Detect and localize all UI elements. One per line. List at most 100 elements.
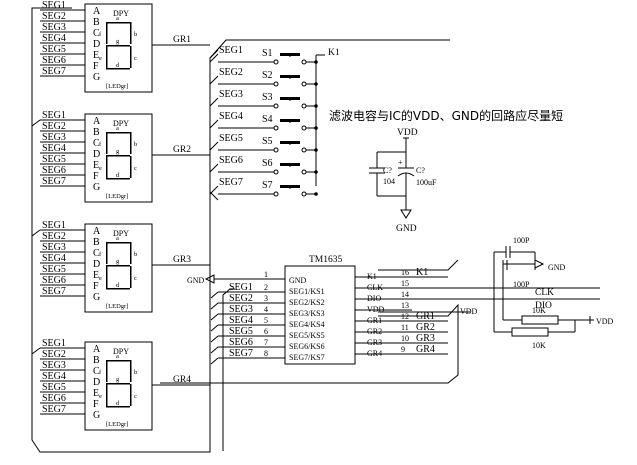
key-seg-label-2: SEG2 — [219, 67, 243, 78]
seven-segment-display: SEG1ASEG2BSEG3CSEG4DSEG5ESEG6FSEG7GDPYab… — [40, 338, 153, 431]
pin-number-9: 9 — [401, 345, 405, 354]
seg-label-6: SEG6 — [42, 55, 66, 66]
seg-label-4: SEG4 — [42, 143, 66, 154]
pin-name-1: GND — [289, 276, 307, 285]
pin-name-15: CLK — [367, 283, 383, 292]
dpy-label: DPY — [113, 347, 129, 356]
display-group: SEG1ASEG2BSEG3CSEG4DSEG5ESEG6FSEG7GDPYab… — [40, 0, 153, 431]
dio-label: DIO — [535, 301, 552, 311]
pin-name-3: SEG2/KS2 — [289, 298, 325, 307]
pin-letter-g: G — [93, 410, 100, 421]
seg-label-1: SEG1 — [42, 0, 66, 11]
display-part-label: [LEDgr] — [106, 421, 128, 428]
seg-d-label: d — [116, 62, 120, 69]
design-note: 滤波电容与IC的VDD、GND的回路应尽量短 — [329, 108, 563, 123]
display-part-label: [LEDgr] — [106, 193, 128, 200]
gr4-label: GR4 — [173, 375, 191, 385]
seg-bus — [31, 7, 450, 453]
seven-segment-display: SEG1ASEG2BSEG3CSEG4DSEG5ESEG6FSEG7GDPYab… — [40, 110, 153, 203]
pin-letter-f: F — [93, 171, 99, 182]
chip-net-right-9: GR4 — [416, 344, 435, 355]
pin-letter-e: E — [93, 388, 99, 399]
seg-g-label: g — [116, 258, 120, 265]
svg-text:+: + — [398, 158, 403, 167]
switch-label-s2: S2 — [262, 70, 273, 81]
key-seg-label-3: SEG3 — [219, 89, 243, 100]
pin-name-6: SEG5/KS5 — [289, 331, 325, 340]
pin-name-5: SEG4/KS4 — [289, 320, 325, 329]
gr2-label: GR2 — [173, 145, 191, 155]
seg-f-label: f — [99, 31, 102, 38]
pin-name-2: SEG1/KS1 — [289, 287, 325, 296]
pullup-network: GND 100P 100P 10K 10K VDD — [493, 236, 614, 350]
pin-name-4: SEG3/KS3 — [289, 309, 325, 318]
pin-letter-f: F — [93, 399, 99, 410]
seg-label-2: SEG2 — [42, 349, 66, 360]
seg-label-7: SEG7 — [42, 404, 66, 415]
tm1635-chip: TM1635 — [284, 255, 356, 365]
pin-number-10: 10 — [401, 334, 409, 343]
switch-label-s1: S1 — [262, 48, 273, 59]
pin-number-3: 3 — [264, 294, 268, 303]
chip-net-left-2: SEG1 — [229, 282, 253, 293]
pin-letter-d: D — [93, 39, 100, 50]
pin-letter-e: E — [93, 50, 99, 61]
vdd-label-pullup: VDD — [596, 317, 614, 326]
dpy-label: DPY — [113, 9, 129, 18]
pin-letter-b: B — [93, 127, 100, 138]
c2-value: 100uF — [416, 178, 437, 187]
pin-number-16: 16 — [401, 268, 409, 277]
pin-letter-d: D — [93, 149, 100, 160]
pin-letter-g: G — [93, 292, 100, 303]
c3-value: 100P — [513, 236, 530, 245]
pin-letter-a: A — [93, 6, 101, 17]
chip-net-right-10: GR3 — [416, 333, 435, 344]
c1-value: 104 — [383, 177, 395, 186]
gnd-symbol-pullup — [534, 259, 545, 269]
pin-letter-a: A — [93, 226, 101, 237]
seg-label-5: SEG5 — [42, 264, 66, 275]
key-switch-s2: SEG2 S2 — [209, 67, 318, 87]
seg-g-label: g — [116, 148, 120, 155]
seg-label-5: SEG5 — [42, 382, 66, 393]
pin-name-13: VDD — [367, 305, 385, 314]
pin-letter-c: C — [93, 138, 100, 149]
seg-e-label: e — [99, 393, 102, 400]
gnd-symbol-caps — [400, 209, 412, 219]
seg-d-label: d — [116, 172, 120, 179]
display-part-label: [LEDgr] — [106, 83, 128, 90]
pin-name-16: K1 — [367, 272, 377, 281]
chip-net-left-7: SEG6 — [229, 337, 253, 348]
seven-segment-display: SEG1ASEG2BSEG3CSEG4DSEG5ESEG6FSEG7GDPYab… — [40, 0, 153, 93]
seg-label-4: SEG4 — [42, 371, 66, 382]
pin-number-4: 4 — [264, 305, 268, 314]
pin-number-14: 14 — [401, 290, 409, 299]
pin-name-8: SEG7/KS7 — [289, 353, 325, 362]
seg-label-7: SEG7 — [42, 66, 66, 77]
pin-letter-e: E — [93, 160, 99, 171]
seg-e-label: e — [99, 275, 102, 282]
seg-d-label: d — [116, 282, 120, 289]
seg-label-3: SEG3 — [42, 22, 66, 33]
pin-letter-a: A — [93, 116, 101, 127]
switch-label-s4: S4 — [262, 114, 273, 125]
pin-letter-f: F — [93, 61, 99, 72]
seg-a-label: a — [116, 15, 119, 22]
seg-g-label: g — [116, 376, 120, 383]
r2-value: 10K — [532, 341, 546, 350]
seg-a-label: a — [116, 353, 119, 360]
seg-label-2: SEG2 — [42, 11, 66, 22]
seg-label-6: SEG6 — [42, 165, 66, 176]
seg-f-label: f — [99, 251, 102, 258]
